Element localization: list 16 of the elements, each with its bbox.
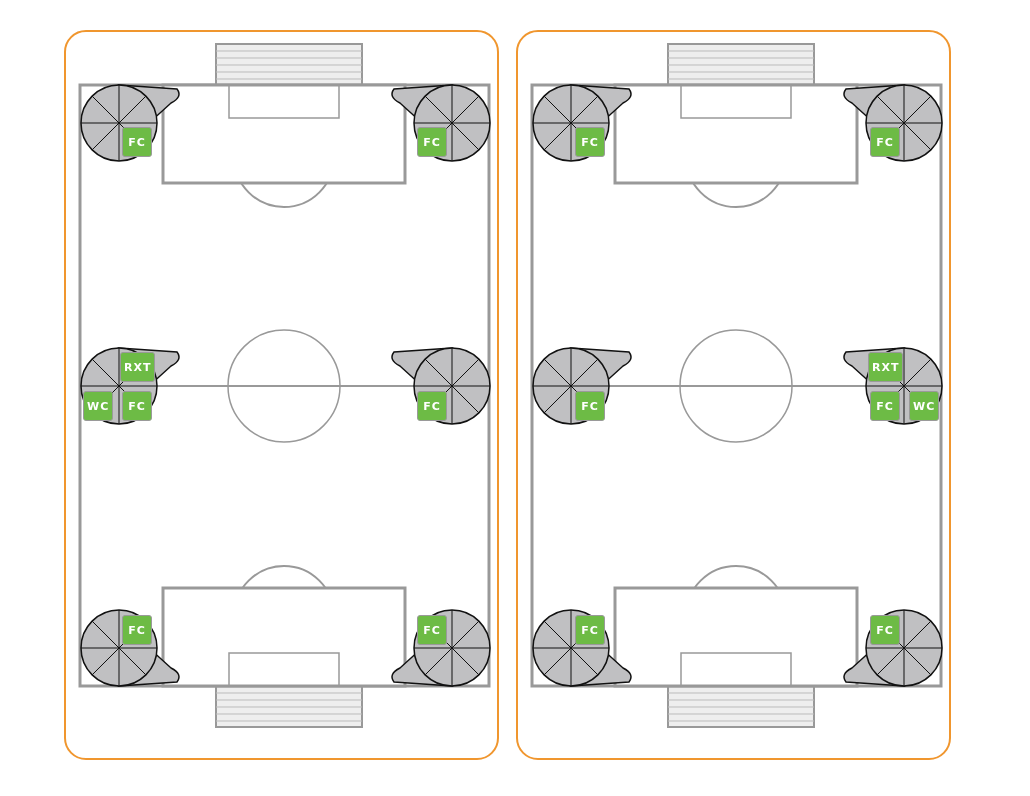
position-tag: FC	[122, 127, 152, 157]
position-tag: FC	[417, 127, 447, 157]
position-tag: WC	[83, 391, 114, 421]
position-tag: FC	[575, 127, 605, 157]
position-tag: FC	[870, 615, 900, 645]
position-tag: WC	[909, 391, 940, 421]
position-tag: FC	[575, 615, 605, 645]
position-tag: FC	[122, 615, 152, 645]
position-tag: FC	[870, 391, 900, 421]
position-tag: RXT	[120, 352, 156, 382]
position-tag: RXT	[868, 352, 904, 382]
position-tag: FC	[417, 391, 447, 421]
position-tag: FC	[870, 127, 900, 157]
position-tag: FC	[122, 391, 152, 421]
position-tag: FC	[575, 391, 605, 421]
position-tag: FC	[417, 615, 447, 645]
